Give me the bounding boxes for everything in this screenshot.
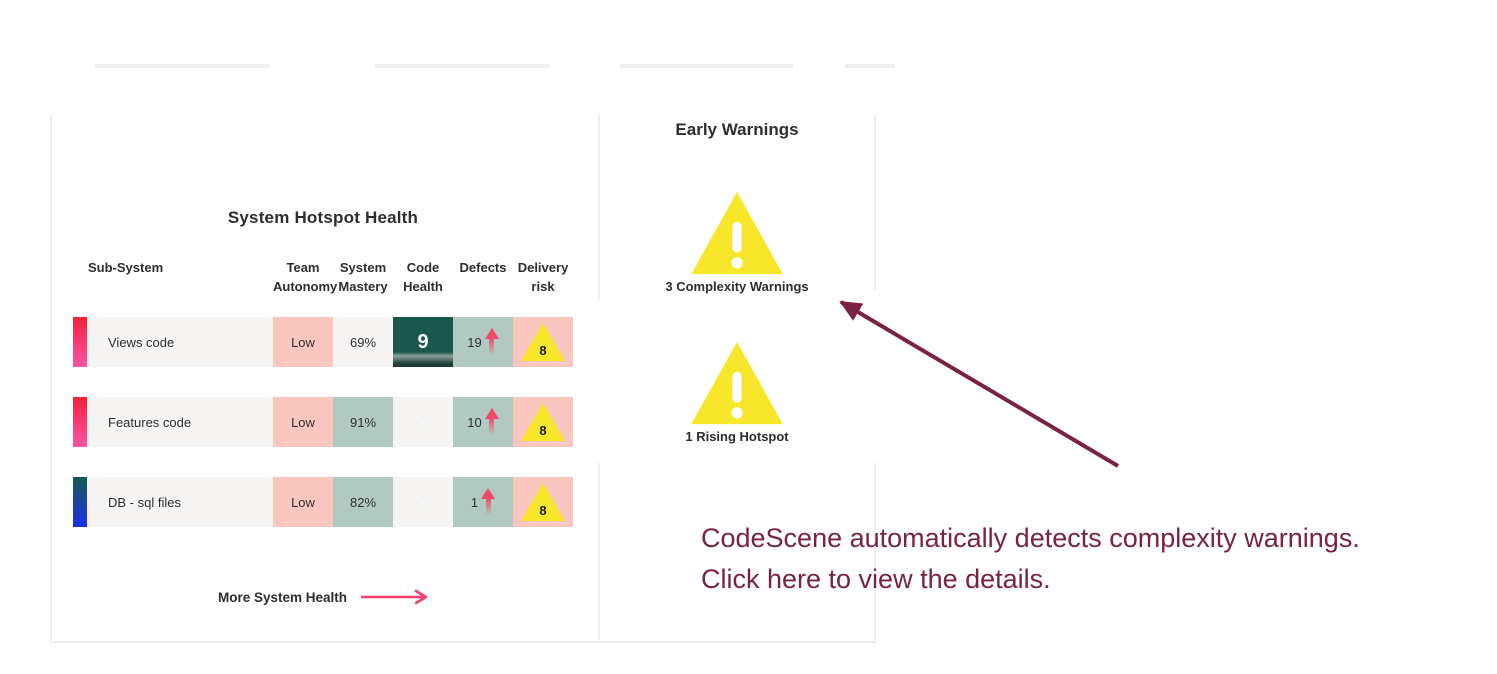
table-row[interactable]: DB - sql files Low 82% - 1 8 <box>73 477 573 527</box>
column-header-code-health: Code Health <box>403 260 443 294</box>
early-warnings-title: Early Warnings <box>675 120 799 139</box>
card-edge <box>95 64 270 68</box>
defects-cell: 10 <box>453 397 513 447</box>
warning-triangle-icon <box>691 341 783 425</box>
card-edge <box>375 64 550 68</box>
system-mastery-cell: 69% <box>333 317 393 367</box>
annotation-text: CodeScene automatically detects complexi… <box>701 518 1360 600</box>
more-system-health-label: More System Health <box>217 589 348 605</box>
right-arrow-icon <box>361 589 428 605</box>
annotation-line-1: CodeScene automatically detects complexi… <box>701 523 1360 553</box>
system-hotspot-health-title: System Hotspot Health <box>227 208 419 227</box>
panel-border-bottom <box>50 641 876 643</box>
code-health-cell: - <box>393 397 453 447</box>
risk-warning-triangle-icon: 8 <box>521 323 565 361</box>
more-system-health-link[interactable]: More System Health <box>73 589 573 605</box>
panel-divider <box>598 463 600 643</box>
risk-warning-triangle-icon: 8 <box>521 483 565 521</box>
delivery-risk-cell: 8 <box>513 317 573 367</box>
rising-hotspot-label: 1 Rising Hotspot <box>685 429 789 444</box>
panel-divider <box>598 115 600 300</box>
code-health-cell: 9 <box>393 317 453 367</box>
complexity-warnings-item[interactable]: 3 Complexity Warnings <box>599 191 875 294</box>
trend-up-arrow-icon <box>484 406 499 436</box>
panel-border-right <box>874 115 876 290</box>
trend-up-arrow-icon <box>484 326 499 356</box>
db-gradient-bar <box>73 477 87 527</box>
subsystem-name: Features code <box>87 397 273 447</box>
annotation-line-2: Click here to view the details. <box>701 564 1051 594</box>
code-health-cell: - <box>393 477 453 527</box>
card-edge <box>620 64 793 68</box>
column-header-sub-system: Sub-System <box>88 260 164 275</box>
column-header-defects: Defects <box>459 260 507 275</box>
risk-warning-triangle-icon: 8 <box>521 403 565 441</box>
panel-border-left <box>50 115 52 643</box>
panel-border-right <box>874 463 876 643</box>
rising-hotspot-item[interactable]: 1 Rising Hotspot <box>599 341 875 444</box>
system-mastery-cell: 91% <box>333 397 393 447</box>
column-header-team-autonomy: Team Autonomy <box>273 260 338 294</box>
team-autonomy-cell: Low <box>273 397 333 447</box>
trend-up-arrow-icon <box>481 486 496 516</box>
system-mastery-cell: 82% <box>333 477 393 527</box>
team-autonomy-cell: Low <box>273 317 333 367</box>
annotation-arrow-icon <box>839 300 1120 468</box>
defects-count: 19 <box>467 334 482 350</box>
complexity-warnings-label: 3 Complexity Warnings <box>665 279 809 294</box>
defects-count: 1 <box>470 494 479 510</box>
table-row[interactable]: Features code Low 91% - 10 8 <box>73 397 573 447</box>
table-header: Sub-System Team Autonomy System Mastery … <box>73 258 573 296</box>
delivery-risk-cell: 8 <box>513 397 573 447</box>
column-header-delivery-risk: Delivery risk <box>517 260 569 294</box>
warning-triangle-icon <box>691 191 783 275</box>
card-edge <box>845 64 895 68</box>
delivery-risk-cell: 8 <box>513 477 573 527</box>
subsystem-name: Views code <box>87 317 273 367</box>
team-autonomy-cell: Low <box>273 477 333 527</box>
defects-cell: 19 <box>453 317 513 367</box>
hotspot-gradient-bar <box>73 317 87 367</box>
defects-cell: 1 <box>453 477 513 527</box>
hotspot-gradient-bar <box>73 397 87 447</box>
column-header-system-mastery: System Mastery <box>338 260 388 294</box>
table-row[interactable]: Views code Low 69% 9 19 8 <box>73 317 573 367</box>
subsystem-name: DB - sql files <box>87 477 273 527</box>
defects-count: 10 <box>467 414 482 430</box>
